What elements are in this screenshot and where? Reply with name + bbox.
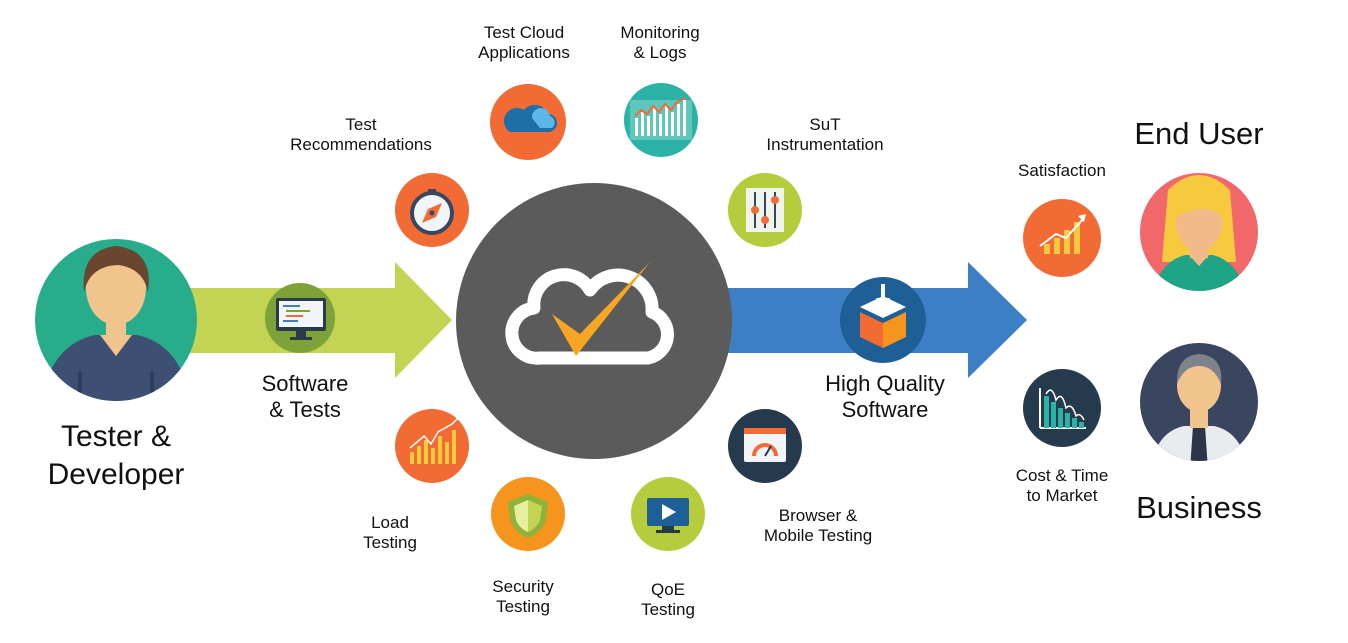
cloud-hub-icon <box>456 183 732 459</box>
browser-gauge-icon <box>728 409 802 483</box>
software-tests-label: Software & Tests <box>261 371 349 423</box>
package-box-icon <box>840 277 926 363</box>
monitoring-logs-label: Monitoring & Logs <box>620 23 700 63</box>
test-recommendations-label: Test Recommendations <box>290 115 432 155</box>
business-avatar <box>1140 343 1258 461</box>
high-quality-software-label: High Quality Software <box>825 371 945 423</box>
monitor-code-icon <box>265 283 335 353</box>
log-chart-icon <box>624 83 698 157</box>
security-testing-label: Security Testing <box>492 577 554 617</box>
qoe-testing-label: QoE Testing <box>641 580 695 620</box>
decline-chart-icon <box>1023 369 1101 447</box>
cost-time-to-market-label: Cost & Time to Market <box>1015 466 1109 506</box>
growth-chart-icon <box>1023 199 1101 277</box>
compass-icon <box>395 173 469 247</box>
browser-mobile-testing-label: Browser & Mobile Testing <box>763 506 873 546</box>
sliders-icon <box>728 173 802 247</box>
cloud-icon <box>490 84 566 160</box>
business-label: Business <box>1136 490 1262 525</box>
video-play-icon <box>631 477 705 551</box>
tester-developer-label: Tester & Developer <box>47 420 185 491</box>
developer-avatar <box>35 239 197 401</box>
end-user-label: End User <box>1134 116 1264 151</box>
shield-icon <box>491 477 565 551</box>
sut-instrumentation-label: SuT Instrumentation <box>766 115 884 155</box>
load-testing-label: Load Testing <box>363 513 417 553</box>
satisfaction-label: Satisfaction <box>1018 161 1106 180</box>
bar-chart-icon <box>395 409 469 483</box>
end-user-avatar <box>1140 173 1258 291</box>
test-cloud-applications-label: Test Cloud Applications <box>478 23 570 63</box>
